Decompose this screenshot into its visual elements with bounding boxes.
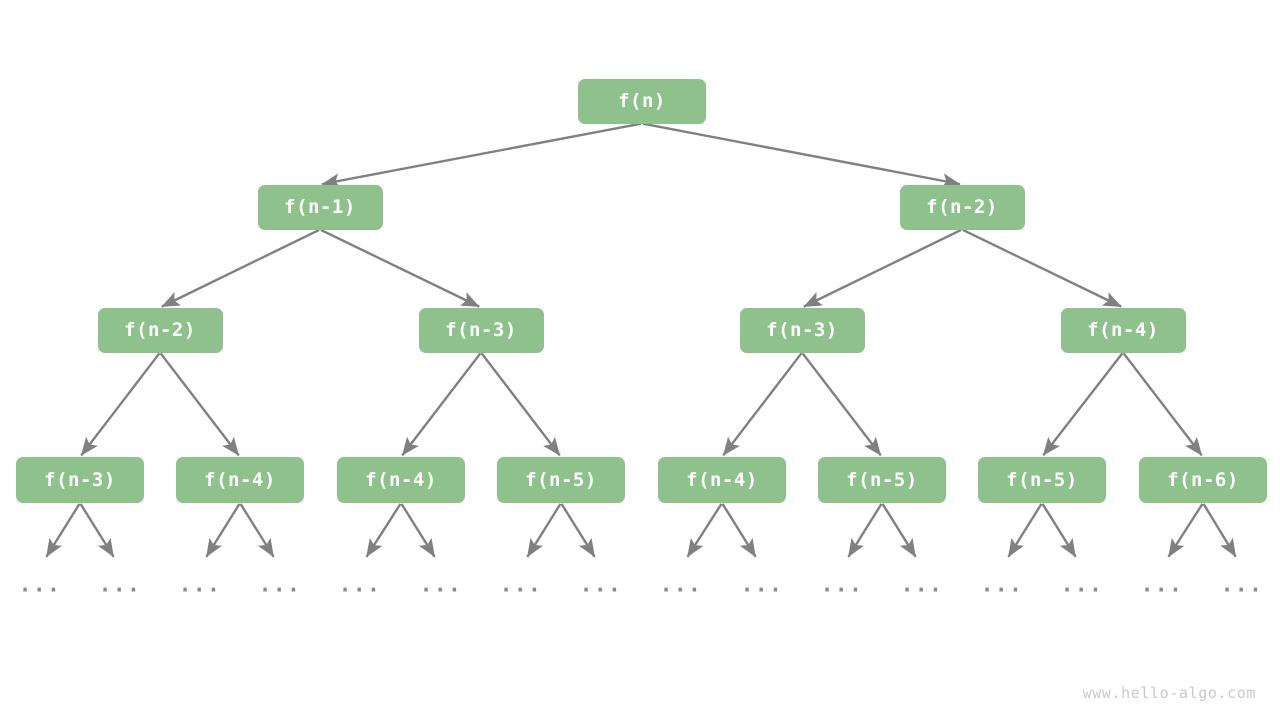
- ellipsis-marker: ...: [178, 572, 222, 597]
- leaf-edge-n14-14: [1167, 503, 1204, 558]
- leaf-edge-n7-0: [45, 503, 81, 558]
- tree-node-n1: f(n-1): [257, 184, 383, 230]
- ellipsis-marker: ...: [499, 572, 543, 597]
- ellipsis-marker: ...: [419, 572, 463, 597]
- edge-n3-to-n8: [159, 352, 240, 457]
- edge-n1-to-n3: [161, 228, 320, 308]
- tree-node-n13: f(n-5): [978, 457, 1106, 503]
- tree-node-n12: f(n-5): [818, 457, 946, 503]
- tree-node-n8: f(n-4): [176, 457, 304, 503]
- tree-node-n4: f(n-3): [418, 307, 544, 353]
- leaf-edge-n10-6: [526, 503, 562, 558]
- edge-n5-to-n11: [722, 352, 803, 457]
- ellipsis-marker: ...: [820, 572, 864, 597]
- edge-n2-to-n6: [962, 228, 1122, 308]
- leaf-edge-n11-9: [721, 503, 757, 558]
- edge-n2-to-n5: [803, 228, 962, 308]
- leaf-edge-n7-1: [79, 503, 115, 558]
- edge-n0-to-n1: [321, 122, 642, 189]
- leaf-edge-n8-3: [239, 503, 275, 558]
- ellipsis-marker: ...: [579, 572, 623, 597]
- ellipsis-marker: ...: [338, 572, 382, 597]
- edge-n6-to-n13: [1042, 352, 1124, 457]
- edge-n3-to-n7: [80, 352, 161, 457]
- tree-node-n14: f(n-6): [1139, 457, 1267, 503]
- tree-node-n7: f(n-3): [16, 457, 144, 503]
- edge-n4-to-n9: [401, 352, 482, 457]
- leaf-edge-n12-10: [847, 503, 883, 558]
- ellipsis-marker: ...: [258, 572, 302, 597]
- watermark: www.hello-algo.com: [1082, 684, 1256, 702]
- tree-edges: [80, 122, 1203, 457]
- tree-node-n2: f(n-2): [899, 184, 1025, 230]
- leaf-edge-n12-11: [881, 503, 917, 558]
- tree-node-n6: f(n-4): [1060, 307, 1186, 353]
- edge-n6-to-n14: [1122, 352, 1203, 457]
- edge-n1-to-n4: [320, 228, 480, 308]
- edge-n0-to-n2: [642, 122, 961, 189]
- leaf-edge-n14-15: [1202, 503, 1237, 558]
- ellipsis-marker: ...: [1220, 572, 1264, 597]
- edge-n5-to-n12: [801, 352, 882, 457]
- leaf-edge-n10-7: [560, 503, 596, 558]
- ellipsis-marker: ...: [1140, 572, 1184, 597]
- edge-n4-to-n10: [480, 352, 561, 457]
- tree-node-n5: f(n-3): [739, 307, 865, 353]
- tree-node-n10: f(n-5): [497, 457, 625, 503]
- leaf-edge-n11-8: [686, 503, 723, 558]
- leaf-edge-n8-2: [205, 503, 241, 558]
- leaf-edge-n13-12: [1007, 503, 1043, 558]
- ellipsis-marker: ...: [900, 572, 944, 597]
- tree-node-n3: f(n-2): [97, 307, 223, 353]
- leaf-edges: [45, 503, 1237, 558]
- leaf-edge-n9-5: [400, 503, 436, 558]
- leaf-edge-n9-4: [365, 503, 402, 558]
- leaf-edge-n13-13: [1041, 503, 1077, 558]
- tree-node-n9: f(n-4): [337, 457, 465, 503]
- tree-node-n11: f(n-4): [658, 457, 786, 503]
- ellipsis-marker: ...: [980, 572, 1024, 597]
- ellipsis-marker: ...: [98, 572, 142, 597]
- ellipsis-marker: ...: [740, 572, 784, 597]
- ellipsis-marker: ...: [1060, 572, 1104, 597]
- ellipsis-marker: ...: [659, 572, 703, 597]
- tree-node-n0: f(n): [578, 78, 706, 124]
- ellipsis-marker: ...: [18, 572, 62, 597]
